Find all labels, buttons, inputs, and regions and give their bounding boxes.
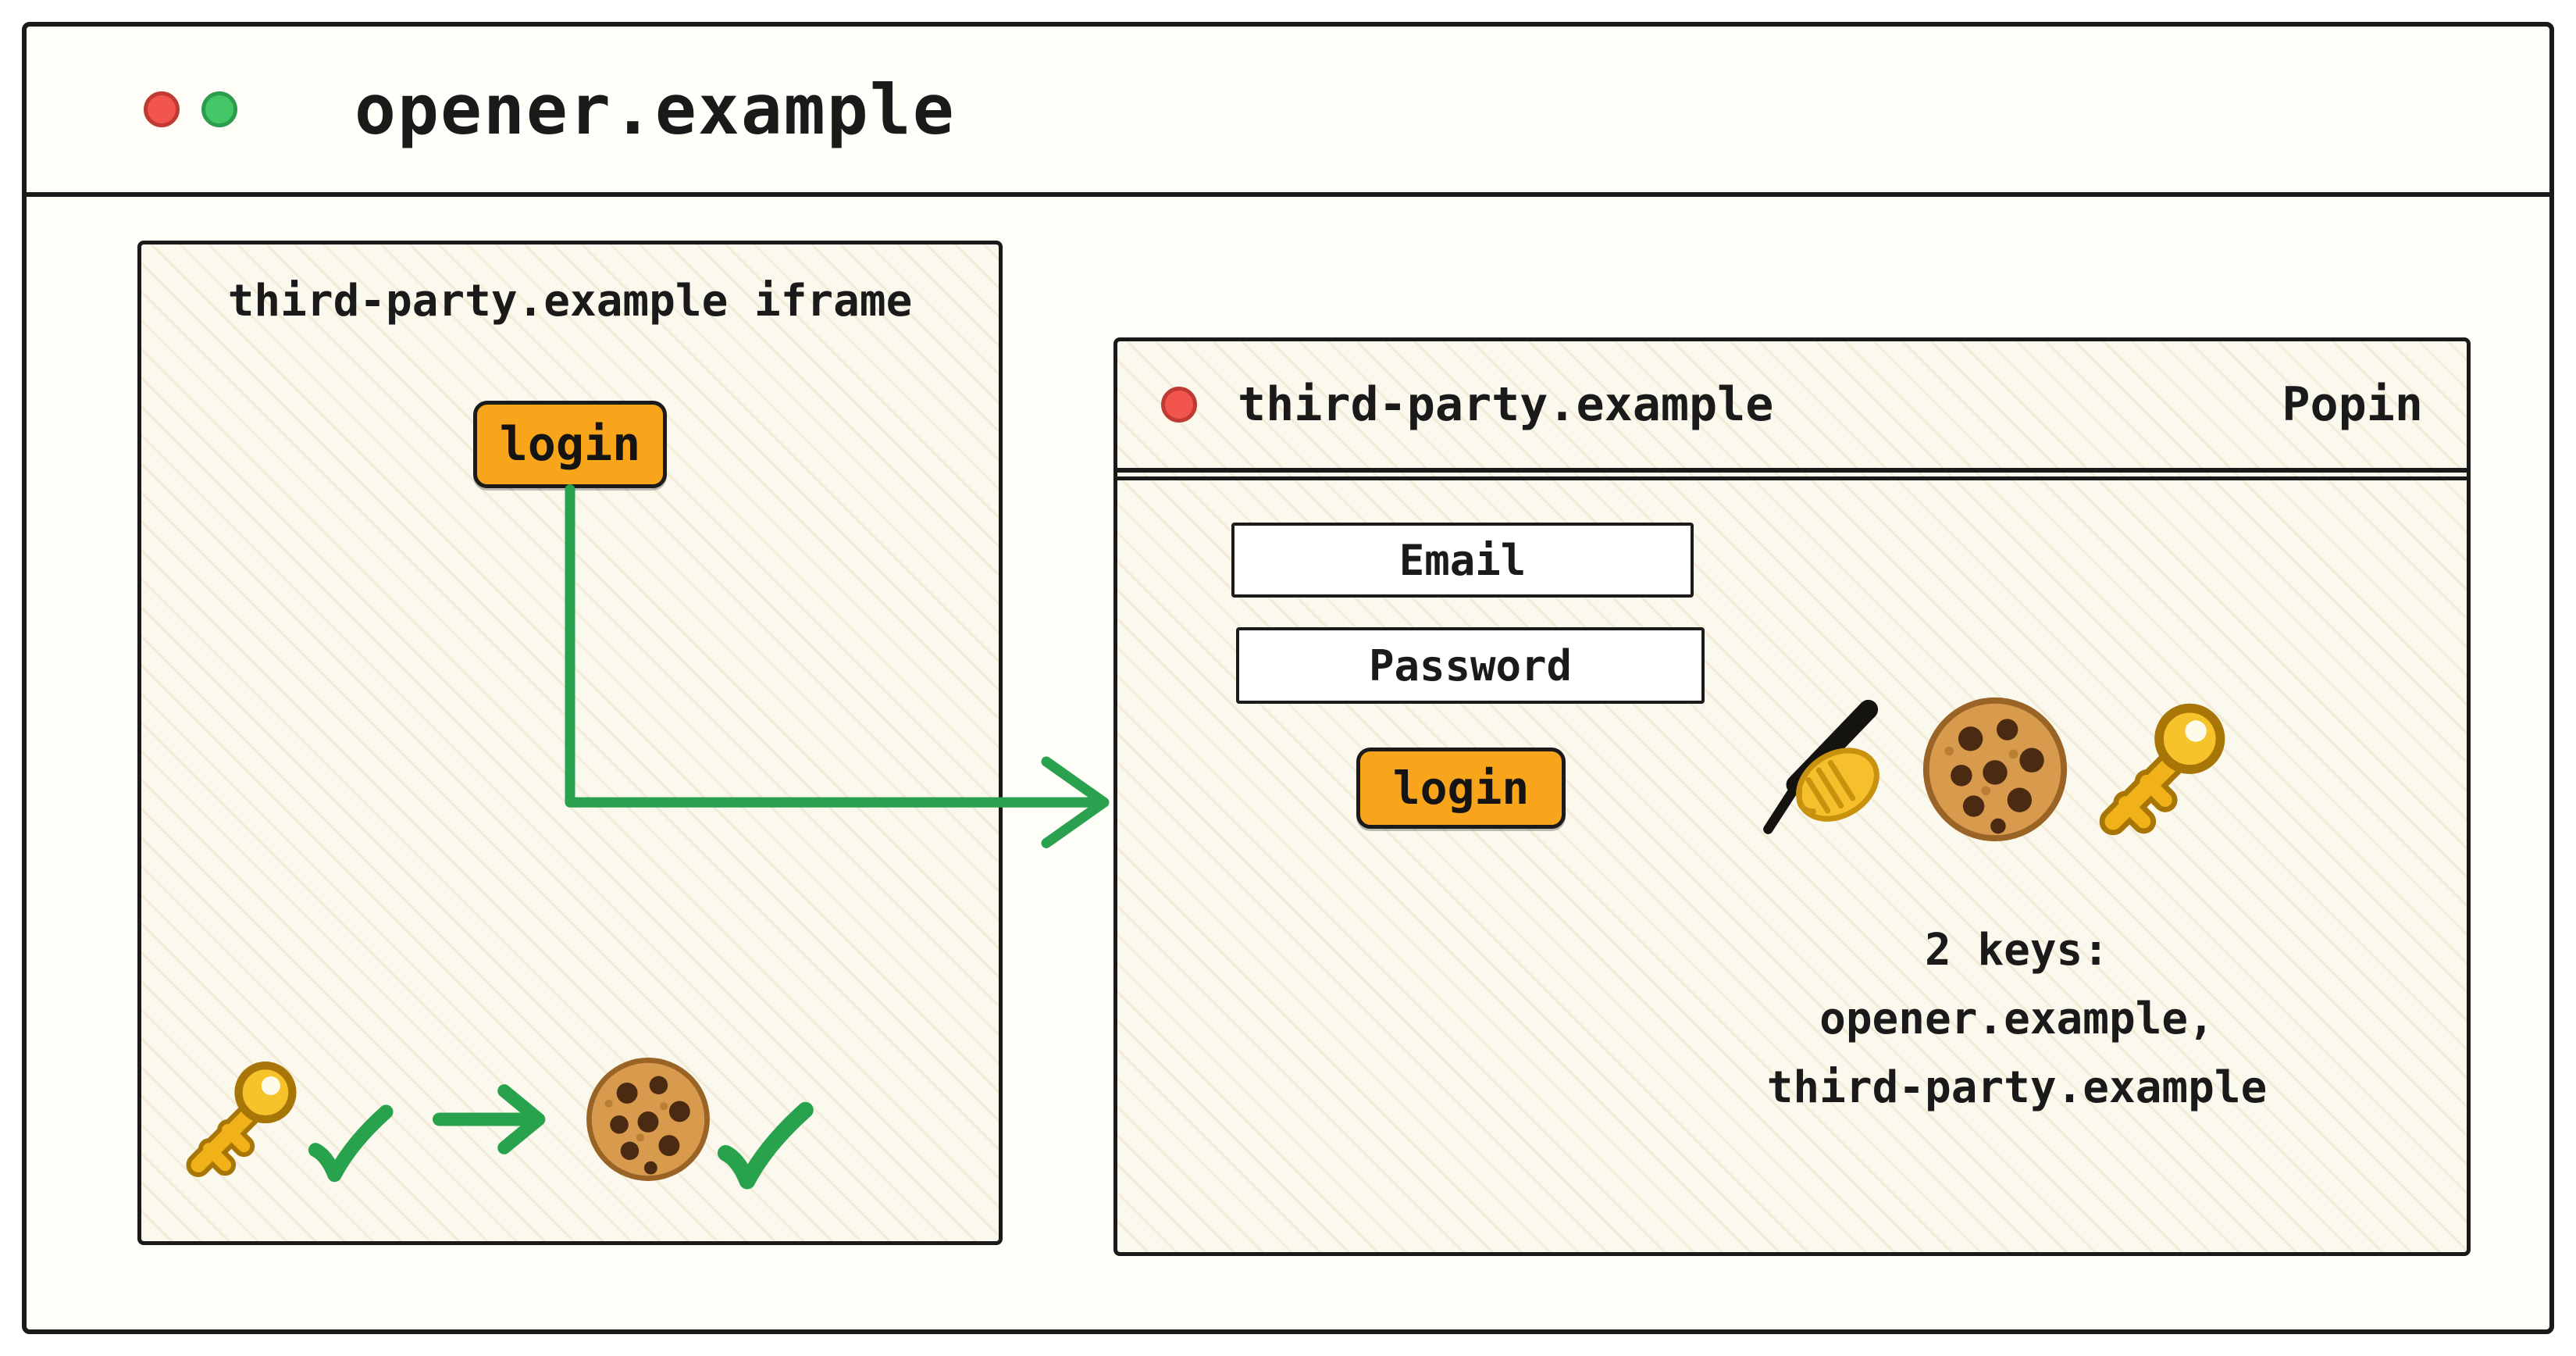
opener-titlebar: opener.example bbox=[27, 27, 2549, 197]
popin-type-label: Popin bbox=[2282, 377, 2423, 432]
iframe-login-button[interactable]: login bbox=[473, 401, 667, 488]
cookie-icon bbox=[583, 1054, 714, 1185]
close-window-button[interactable] bbox=[1161, 387, 1197, 423]
popin-login-button[interactable]: login bbox=[1356, 748, 1566, 829]
cookie-icon bbox=[1919, 693, 2072, 846]
checkmark-icon bbox=[302, 1097, 397, 1192]
opener-browser-window: opener.example third-party.example ifram… bbox=[22, 22, 2554, 1334]
keys-caption-line: 2 keys: bbox=[1924, 925, 2109, 976]
credential-icons-row bbox=[1751, 693, 2239, 846]
popin-window: third-party.example Popin Email Password… bbox=[1113, 337, 2471, 1256]
popin-content-area: Email Password login 2 keys: opener bbox=[1117, 473, 2467, 1252]
key-icon bbox=[174, 1052, 308, 1186]
third-party-iframe-panel: third-party.example iframe login bbox=[137, 241, 1003, 1245]
keys-caption: 2 keys: opener.example, third-party.exam… bbox=[1705, 916, 2329, 1122]
password-input[interactable]: Password bbox=[1236, 627, 1705, 704]
iframe-label: third-party.example iframe bbox=[227, 276, 913, 327]
close-window-button[interactable] bbox=[144, 91, 180, 127]
opener-content-area: third-party.example iframe login bbox=[27, 197, 2549, 1329]
green-arrow-icon bbox=[418, 1079, 562, 1160]
popin-window-title: third-party.example bbox=[1238, 377, 1774, 432]
key-to-cookie-flow bbox=[174, 1038, 818, 1201]
email-input[interactable]: Email bbox=[1231, 523, 1694, 598]
checkmark-icon bbox=[711, 1093, 818, 1201]
popin-titlebar: third-party.example Popin bbox=[1117, 341, 2467, 480]
writing-hand-icon bbox=[1751, 693, 1904, 846]
keys-caption-line: third-party.example bbox=[1766, 1062, 2268, 1113]
opener-window-title: opener.example bbox=[355, 69, 956, 150]
keys-caption-line: opener.example, bbox=[1819, 994, 2214, 1044]
maximize-window-button[interactable] bbox=[201, 91, 237, 127]
key-icon bbox=[2086, 693, 2239, 846]
